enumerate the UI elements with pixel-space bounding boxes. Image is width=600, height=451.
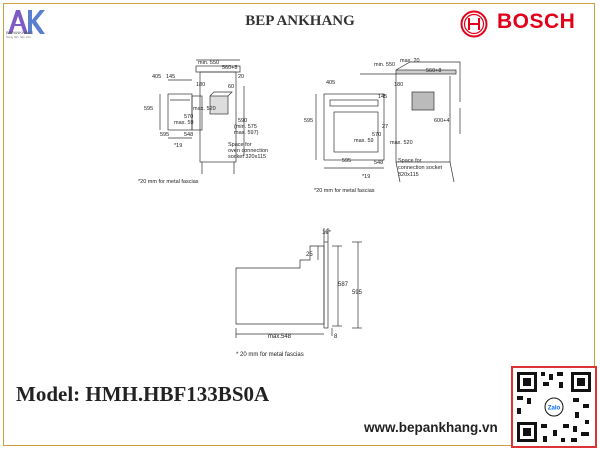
dim-label: max. 59 xyxy=(354,138,374,144)
diagram-right: min. 550 max. 20 560+8 405 180 145 595 2… xyxy=(304,58,461,194)
dim-label: 560+8 xyxy=(222,65,237,71)
bosch-brand: BOSCH xyxy=(497,10,576,33)
dim-label: 25 xyxy=(306,252,313,258)
diagram-left: min. 550 560+8 20 405 145 180 60 595 max… xyxy=(138,59,268,185)
dim-label: oven connection xyxy=(228,148,268,154)
dim-label: 20 xyxy=(238,74,244,80)
dim-label: 570 xyxy=(372,132,381,138)
dim-label: 587 xyxy=(338,282,349,288)
dim-label: max. 520 xyxy=(390,140,413,146)
dim-label: min. 550 xyxy=(374,62,395,68)
bosch-armature-icon xyxy=(460,10,488,38)
dim-label: max.548 xyxy=(268,334,292,340)
dim-label: connection socket xyxy=(398,165,442,171)
dim-label: 320x115 xyxy=(398,172,419,178)
dim-label: max. 597) xyxy=(234,130,259,136)
model-label: Model: HMH.HBF133BS0A xyxy=(16,382,270,406)
dim-label: max. 20 xyxy=(400,58,420,64)
dim-label: 60 xyxy=(228,84,234,90)
footnote: *20 mm for metal fascias xyxy=(138,179,199,185)
dim-label: min. 550 xyxy=(198,60,219,66)
dim-label: 600+4 xyxy=(434,118,449,124)
diagram-bottom: 19* 25 587 595 max.548 8 * 20 mm for met… xyxy=(235,228,363,358)
dim-label: 560+8 xyxy=(426,68,441,74)
dim-label: (min. 575 xyxy=(234,124,257,130)
dim-label: 8 xyxy=(334,334,338,340)
bepankhang-logo-icon xyxy=(8,10,45,34)
website-link[interactable]: www.bepankhang.vn xyxy=(364,420,498,435)
dim-label: 145 xyxy=(378,94,387,100)
page-title: BEP ANKHANG xyxy=(245,13,355,29)
dim-label: max. 520 xyxy=(193,106,216,112)
page-frame xyxy=(3,3,595,446)
dim-label: 19* xyxy=(322,230,332,236)
dim-label: Space for xyxy=(228,142,252,148)
dim-label: 405 xyxy=(326,80,335,86)
dim-label: 405 xyxy=(152,74,161,80)
dim-label: 145 xyxy=(166,74,175,80)
logo-tagline: Nâng tầm bếp Việt xyxy=(6,35,31,39)
footnote: *20 mm for metal fascias xyxy=(314,188,375,194)
qr-label: Zalo xyxy=(548,406,561,412)
logo-text: BEPANKHANG xyxy=(6,30,34,35)
dim-label: 595 xyxy=(144,106,153,112)
dim-label: 548 xyxy=(374,160,383,166)
dim-label: 180 xyxy=(196,82,205,88)
dim-label: max. 59 xyxy=(174,120,194,126)
footnote: * 20 mm for metal fascias xyxy=(236,352,304,358)
zalo-qr-code[interactable]: Zalo xyxy=(511,366,597,448)
dim-label: *19 xyxy=(174,143,182,149)
dim-label: 595 xyxy=(352,290,363,296)
dim-label: 595 xyxy=(160,132,169,138)
dim-label: 595 xyxy=(342,158,351,164)
dim-label: 570 xyxy=(184,114,193,120)
dim-label: Space for xyxy=(398,158,422,164)
dim-label: 27 xyxy=(382,124,388,130)
dim-label: 595 xyxy=(304,118,313,124)
dim-label: 590 xyxy=(238,118,247,124)
dim-label: 180 xyxy=(394,82,403,88)
qr-code-icon: Zalo xyxy=(517,372,591,442)
dim-label: 548 xyxy=(184,132,193,138)
dim-label: socket 320x115 xyxy=(228,154,266,160)
dim-label: *19 xyxy=(362,174,370,180)
